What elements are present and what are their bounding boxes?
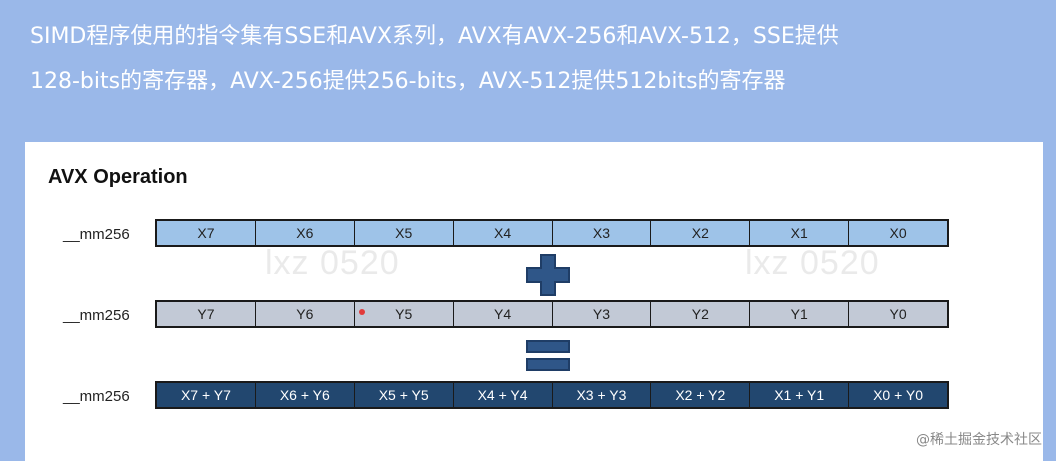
register-sum-cell: X6 + Y6 bbox=[255, 383, 355, 407]
register-y-cell: Y0 bbox=[849, 302, 947, 326]
register-y-cell: Y7 bbox=[157, 302, 256, 326]
plus-operator-icon bbox=[526, 254, 570, 296]
register-x-cell: X2 bbox=[651, 221, 751, 245]
equals-operator-icon bbox=[526, 340, 570, 371]
register-x-cell: X3 bbox=[552, 221, 652, 245]
watermark-left: lxz 0520 bbox=[265, 244, 400, 282]
register-y-cell: Y3 bbox=[552, 302, 652, 326]
register-sum-cell: X2 + Y2 bbox=[651, 383, 751, 407]
figure-title: AVX Operation bbox=[48, 166, 188, 188]
row-label-x: __mm256 bbox=[63, 226, 130, 243]
register-sum-cell: X7 + Y7 bbox=[157, 383, 256, 407]
row-label-sum: __mm256 bbox=[63, 388, 130, 405]
register-sum: X7 + Y7 X6 + Y6 X5 + Y5 X4 + Y4 X3 + Y3 … bbox=[155, 381, 949, 409]
register-x-cell: X7 bbox=[157, 221, 256, 245]
watermark-right: lxz 0520 bbox=[745, 244, 880, 282]
register-sum-cell: X1 + Y1 bbox=[750, 383, 850, 407]
intro-text: SIMD程序使用的指令集有SSE和AVX系列，AVX有AVX-256和AVX-5… bbox=[30, 14, 1040, 104]
register-y-cell: Y6 bbox=[255, 302, 355, 326]
avx-operation-figure: AVX Operation lxz 0520 lxz 0520 __mm256 … bbox=[25, 142, 1043, 461]
intro-line-1: SIMD程序使用的指令集有SSE和AVX系列，AVX有AVX-256和AVX-5… bbox=[30, 24, 839, 49]
credit-watermark: @稀土掘金技术社区 bbox=[916, 432, 1042, 448]
register-x-cell: X4 bbox=[453, 221, 553, 245]
register-sum-cell: X4 + Y4 bbox=[453, 383, 553, 407]
register-sum-cell: X0 + Y0 bbox=[849, 383, 947, 407]
cursor-dot bbox=[359, 309, 365, 315]
row-label-y: __mm256 bbox=[63, 307, 130, 324]
register-x-cell: X5 bbox=[354, 221, 454, 245]
register-x-cell: X1 bbox=[750, 221, 850, 245]
intro-line-2: 128-bits的寄存器，AVX-256提供256-bits，AVX-512提供… bbox=[30, 69, 786, 94]
register-y: Y7 Y6 Y5 Y4 Y3 Y2 Y1 Y0 bbox=[155, 300, 949, 328]
register-y-cell: Y5 bbox=[354, 302, 454, 326]
register-x-cell: X6 bbox=[255, 221, 355, 245]
register-y-cell: Y4 bbox=[453, 302, 553, 326]
register-x-cell: X0 bbox=[849, 221, 947, 245]
register-sum-cell: X3 + Y3 bbox=[552, 383, 652, 407]
register-sum-cell: X5 + Y5 bbox=[354, 383, 454, 407]
register-y-cell: Y1 bbox=[750, 302, 850, 326]
register-y-cell: Y2 bbox=[651, 302, 751, 326]
register-x: X7 X6 X5 X4 X3 X2 X1 X0 bbox=[155, 219, 949, 247]
